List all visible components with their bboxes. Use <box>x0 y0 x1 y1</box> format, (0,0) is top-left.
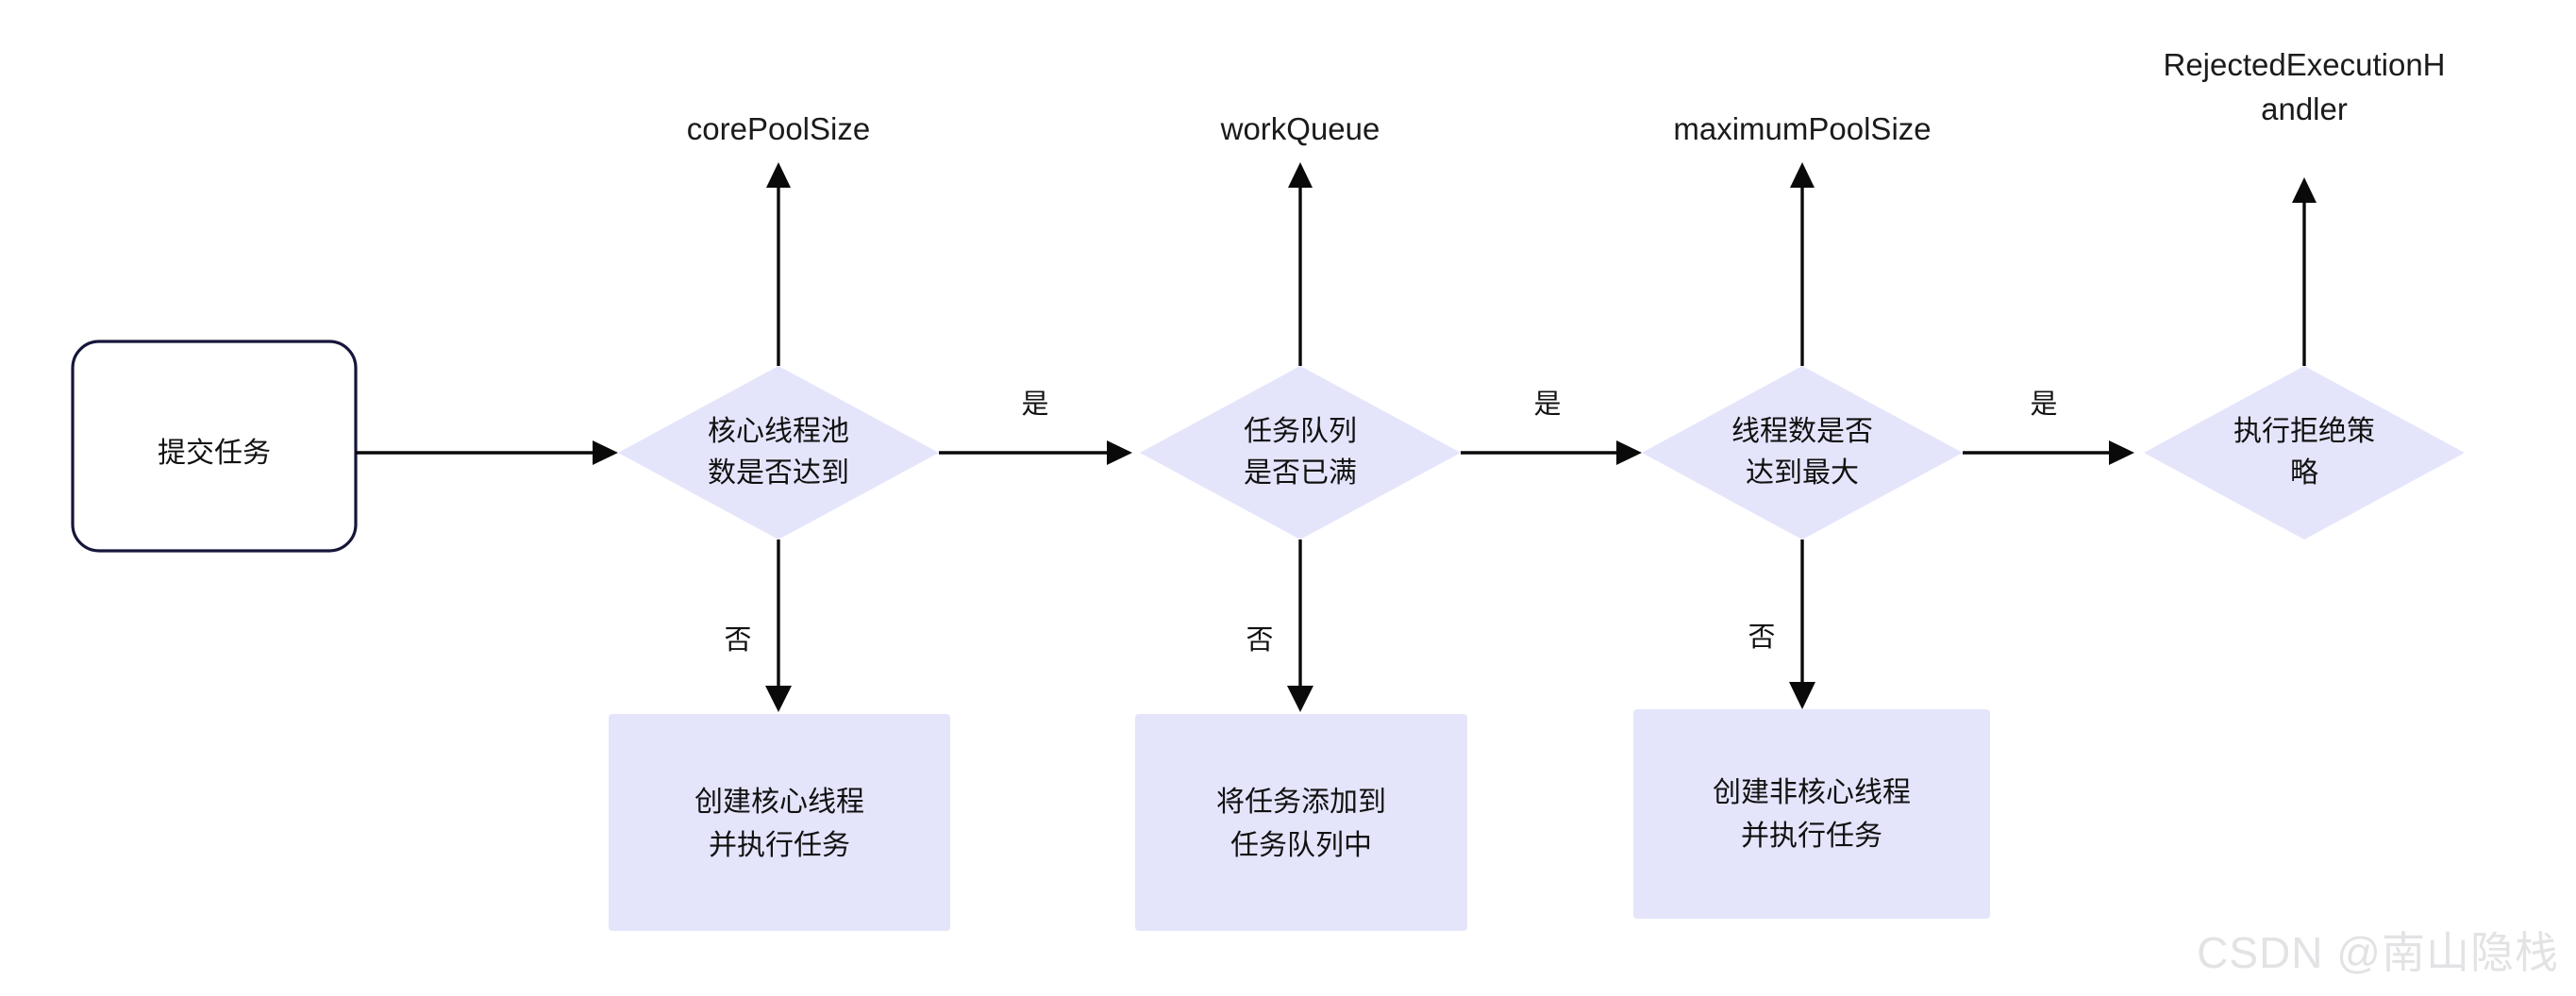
node-decision-core-pool-size[interactable]: 核心线程池 数是否达到 <box>618 366 939 540</box>
edge-label-maximum-pool-size-no: 否 <box>1748 622 1775 653</box>
param-label-core-pool-size: corePoolSize <box>687 111 870 146</box>
node-decision-maximum-pool-size[interactable]: 线程数是否 达到最大 <box>1642 366 1963 540</box>
create-non-core-thread-shape <box>1633 709 1990 919</box>
edge-core-pool-size-param <box>766 162 791 366</box>
create-core-thread-shape <box>609 714 950 931</box>
param-label-reject-handler-line2: andler <box>2261 91 2348 126</box>
add-task-to-queue-shape <box>1135 714 1467 931</box>
decision-maximum-pool-size-line1: 线程数是否 <box>1731 416 1873 447</box>
decision-work-queue-shape <box>1140 366 1461 540</box>
create-core-thread-line2: 并执行任务 <box>709 830 850 861</box>
node-execute-reject-policy[interactable]: 执行拒绝策 略 <box>2144 366 2465 540</box>
node-submit-task[interactable]: 提交任务 <box>71 340 358 553</box>
decision-maximum-pool-size-line2: 达到最大 <box>1746 457 1859 489</box>
decision-core-pool-size-line1: 核心线程池 <box>708 416 849 447</box>
create-non-core-thread-line2: 并执行任务 <box>1741 821 1882 852</box>
create-core-thread-line1: 创建核心线程 <box>694 787 864 818</box>
create-non-core-thread-line1: 创建非核心线程 <box>1713 777 1911 808</box>
edge-core-pool-size-yes <box>939 440 1132 465</box>
edge-maximum-pool-size-yes <box>1963 440 2134 465</box>
execute-reject-policy-line1: 执行拒绝策 <box>2233 416 2375 447</box>
edge-label-core-pool-size-no: 否 <box>724 625 751 656</box>
add-task-to-queue-line1: 将任务添加到 <box>1216 787 1386 818</box>
decision-core-pool-size-line2: 数是否达到 <box>708 457 849 489</box>
edge-maximum-pool-size-no <box>1789 540 1815 709</box>
param-label-maximum-pool-size: maximumPoolSize <box>1673 111 1931 146</box>
node-create-core-thread[interactable]: 创建核心线程 并执行任务 <box>609 714 950 931</box>
edge-core-pool-size-no <box>765 540 792 712</box>
submit-task-shape <box>71 340 358 553</box>
execute-reject-policy-line2: 略 <box>2290 457 2318 489</box>
edge-label-work-queue-yes: 是 <box>1533 390 1561 420</box>
decision-maximum-pool-size-shape <box>1642 366 1963 540</box>
add-task-to-queue-line2: 任务队列中 <box>1230 830 1372 861</box>
decision-work-queue-line2: 是否已满 <box>1244 457 1357 489</box>
edge-label-maximum-pool-size-yes: 是 <box>2030 390 2057 420</box>
edge-work-queue-no <box>1287 540 1313 712</box>
csdn-watermark: CSDN @南山隐栈 <box>2197 928 2559 977</box>
edge-start-to-core-pool <box>356 440 618 465</box>
edge-label-work-queue-no: 否 <box>1246 625 1273 656</box>
decision-work-queue-line1: 任务队列 <box>1244 416 1357 447</box>
edge-reject-handler-param <box>2292 177 2317 366</box>
edge-label-core-pool-size-yes: 是 <box>1021 390 1048 420</box>
node-create-non-core-thread[interactable]: 创建非核心线程 并执行任务 <box>1633 709 1990 919</box>
param-label-reject-handler-line1: RejectedExecutionH <box>2164 47 2446 82</box>
decision-core-pool-size-shape <box>618 366 939 540</box>
node-decision-work-queue[interactable]: 任务队列 是否已满 <box>1140 366 1461 540</box>
edge-maximum-pool-size-param <box>1790 162 1815 366</box>
execute-reject-policy-shape <box>2144 366 2465 540</box>
param-label-work-queue: workQueue <box>1220 111 1380 146</box>
submit-task-label: 提交任务 <box>158 438 271 469</box>
edge-work-queue-param <box>1288 162 1313 366</box>
edge-work-queue-yes <box>1461 440 1642 465</box>
node-add-task-to-queue[interactable]: 将任务添加到 任务队列中 <box>1135 714 1467 931</box>
